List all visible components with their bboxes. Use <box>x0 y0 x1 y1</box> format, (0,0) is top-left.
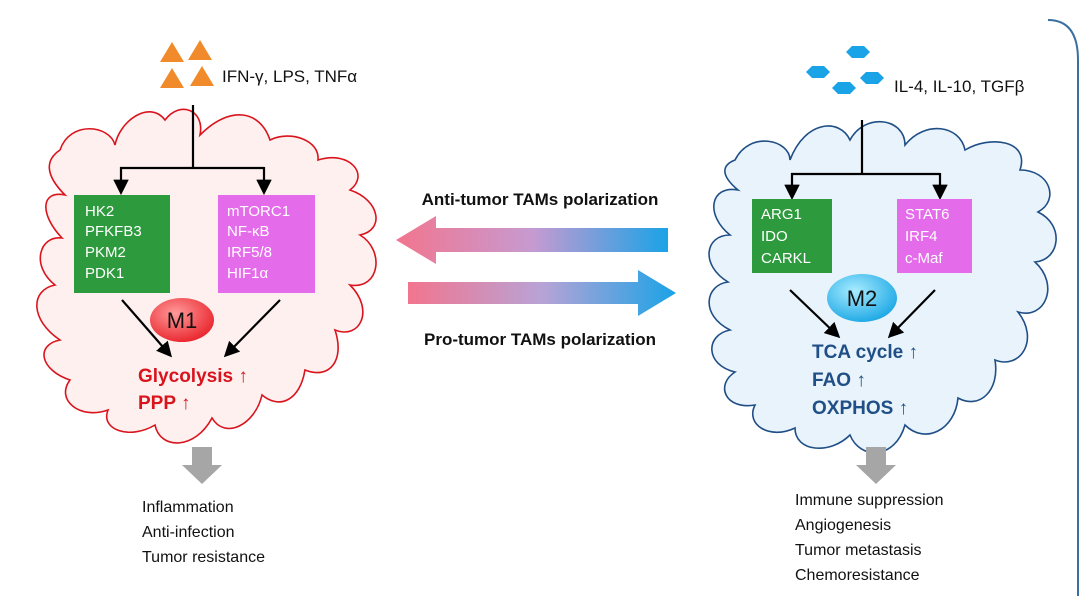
m2-outcome-1: Angiogenesis <box>795 517 891 534</box>
m2-enzyme-0: ARG1 <box>761 206 802 223</box>
m1-outcome-2: Tumor resistance <box>142 549 265 566</box>
m2-enzyme-1: IDO <box>761 228 788 245</box>
m1-outcome-0: Inflammation <box>142 499 234 516</box>
m2-macrophage-badge <box>827 274 897 322</box>
pro-tumor-arrow <box>408 270 676 316</box>
m1-enzyme-3: PDK1 <box>85 265 124 282</box>
m2-factor-1: IRF4 <box>905 228 938 245</box>
m2-outcome-2: Tumor metastasis <box>795 542 922 559</box>
m1-factor-0: mTORC1 <box>227 203 290 220</box>
m1-metabolic-enzymes-box <box>74 195 170 293</box>
m1-transcription-factors-box <box>218 195 315 293</box>
m2-metabolism-1: FAO ↑ <box>812 370 866 391</box>
pro-tumor-label: Pro-tumor TAMs polarization <box>424 330 656 349</box>
m1-label: M1 <box>167 308 198 333</box>
m2-outcome-3: Chemoresistance <box>795 567 920 584</box>
m2-outcome-arrow <box>856 447 896 484</box>
m2-enzyme-2: CARKL <box>761 250 811 267</box>
m1-stimuli-label: IFN-γ, LPS, TNFα <box>222 67 357 86</box>
m2-metabolism-0: TCA cycle ↑ <box>812 342 918 363</box>
anti-tumor-label: Anti-tumor TAMs polarization <box>422 190 659 209</box>
frame-border <box>1047 19 1079 596</box>
m1-factor-2: IRF5/8 <box>227 244 272 261</box>
m1-macrophage-badge <box>150 298 214 342</box>
m2-stimuli-label: IL-4, IL-10, TGFβ <box>894 77 1025 96</box>
m1-factor-3: HIF1α <box>227 265 269 282</box>
m1-enzyme-0: HK2 <box>85 203 114 220</box>
m1-outcome-arrow <box>182 447 222 484</box>
m2-outcome-0: Immune suppression <box>795 492 944 509</box>
m2-factor-0: STAT6 <box>905 206 949 223</box>
m1-enzyme-2: PKM2 <box>85 244 126 261</box>
m1-enzyme-1: PFKFB3 <box>85 223 142 240</box>
m1-signal-lines <box>113 105 281 358</box>
m2-metabolic-enzymes-box <box>752 199 832 273</box>
m1-metabolism-1: PPP ↑ <box>138 393 190 414</box>
m2-factor-2: c-Maf <box>905 250 943 267</box>
m1-outcome-1: Anti-infection <box>142 524 235 541</box>
m1-factor-1: NF-κB <box>227 223 270 240</box>
m2-metabolism-2: OXPHOS ↑ <box>812 398 908 419</box>
m1-stimuli-triangles <box>160 40 214 88</box>
m1-metabolism-0: Glycolysis ↑ <box>138 366 248 387</box>
m2-label: M2 <box>847 286 878 311</box>
m2-stimuli-hexagons <box>806 46 884 94</box>
m2-transcription-factors-box <box>897 199 972 273</box>
anti-tumor-arrow <box>396 216 668 264</box>
m2-signal-lines <box>784 120 948 339</box>
